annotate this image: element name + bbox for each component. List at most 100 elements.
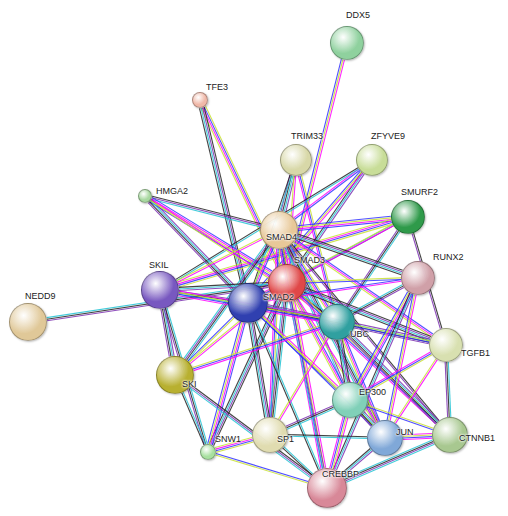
interaction-edge: [278, 337, 328, 420]
protein-label: TRIM33: [291, 131, 323, 142]
evidence-line: [278, 337, 327, 419]
interaction-edge: [300, 295, 438, 424]
evidence-line: [365, 352, 431, 390]
protein-node: SMAD4: [260, 211, 298, 249]
evidence-line: [291, 245, 438, 422]
evidence-line: [394, 359, 436, 423]
evidence-line: [298, 216, 391, 225]
protein-label: SKIL: [149, 260, 169, 271]
evidence-line: [286, 407, 333, 428]
evidence-line: [396, 360, 438, 424]
protein-node: SKIL: [141, 271, 179, 309]
evidence-line: [354, 288, 404, 315]
evidence-line: [287, 409, 334, 430]
interaction-edge: [394, 359, 437, 424]
evidence-line: [250, 323, 266, 418]
evidence-line: [209, 322, 242, 444]
protein-label: RUNX2: [433, 252, 464, 263]
evidence-line: [362, 414, 373, 426]
protein-label: HMGA2: [156, 186, 188, 197]
evidence-line: [288, 435, 367, 437]
interaction-edge: [188, 316, 234, 362]
evidence-line: [263, 316, 373, 424]
interaction-edge: [193, 326, 321, 371]
protein-label: CTNNB1: [459, 433, 495, 444]
evidence-line: [284, 447, 313, 474]
evidence-line: [193, 326, 320, 367]
protein-node: JUN: [367, 420, 403, 456]
protein-node: CREBBP: [307, 468, 347, 508]
interaction-edge: [215, 454, 308, 483]
protein-label: TFE3: [206, 82, 228, 93]
evidence-line: [283, 448, 312, 475]
interaction-edge: [338, 339, 350, 382]
evidence-line: [188, 316, 233, 361]
protein-label: JUN: [396, 427, 414, 438]
protein-label: DDX5: [346, 10, 370, 21]
evidence-line: [280, 338, 329, 420]
evidence-line: [338, 340, 345, 382]
protein-node: DDX5: [330, 26, 364, 60]
evidence-line: [177, 238, 262, 281]
protein-label: SMAD2: [263, 292, 294, 303]
protein-node: RUNX2: [401, 261, 435, 295]
protein-node: ZFYVE9: [356, 144, 388, 176]
interaction-edge: [288, 435, 367, 439]
evidence-line: [208, 322, 241, 444]
evidence-line: [252, 323, 268, 418]
interaction-edge: [208, 322, 245, 445]
protein-node: TGFB1: [429, 328, 463, 362]
evidence-line: [193, 328, 320, 369]
evidence-line: [262, 318, 372, 426]
evidence-line: [182, 393, 204, 445]
interaction-edge: [387, 294, 416, 420]
protein-label: SMURF2: [401, 187, 438, 198]
evidence-line: [445, 362, 447, 417]
evidence-line: [215, 455, 307, 483]
protein-label: NEDD9: [25, 291, 56, 302]
evidence-line: [212, 323, 245, 445]
evidence-line: [366, 353, 432, 391]
interaction-edge: [445, 362, 451, 417]
evidence-line: [189, 318, 234, 363]
protein-node: TRIM33: [280, 144, 312, 176]
evidence-line: [194, 329, 321, 370]
protein-node: NEDD9: [9, 303, 47, 341]
protein-label: UBC: [350, 329, 369, 340]
protein-node: SNW1: [200, 444, 216, 460]
interaction-edge: [182, 392, 206, 445]
interaction-edge: [352, 285, 404, 315]
protein-node: SMURF2: [391, 200, 425, 234]
protein-node: UBC: [319, 304, 355, 340]
protein-label: SMAD3: [294, 255, 325, 266]
protein-label: SP1: [277, 434, 294, 445]
evidence-line: [273, 302, 286, 417]
evidence-line: [211, 323, 244, 445]
interaction-edge: [286, 406, 334, 430]
protein-node: SP1: [252, 417, 288, 453]
evidence-line: [330, 417, 343, 468]
protein-label: SMAD4: [266, 232, 297, 243]
evidence-line: [331, 417, 344, 468]
evidence-line: [360, 415, 371, 427]
evidence-line: [353, 286, 403, 313]
evidence-line: [352, 285, 402, 312]
evidence-line: [301, 296, 437, 423]
protein-node: SMAD2: [228, 283, 268, 323]
protein-node: CTNNB1: [432, 417, 468, 453]
evidence-line: [298, 218, 391, 227]
evidence-line: [190, 386, 311, 476]
evidence-line: [403, 438, 432, 439]
evidence-line: [333, 418, 346, 469]
evidence-line: [249, 323, 265, 418]
protein-label: TGFB1: [461, 348, 490, 359]
protein-node: EP300: [332, 382, 368, 418]
protein-label: CREBBP: [322, 469, 359, 480]
evidence-line: [292, 244, 439, 421]
protein-node: HMGA2: [138, 189, 152, 203]
interaction-edge: [330, 417, 348, 469]
evidence-line: [191, 385, 312, 475]
evidence-line: [286, 406, 333, 427]
evidence-line: [366, 355, 432, 393]
